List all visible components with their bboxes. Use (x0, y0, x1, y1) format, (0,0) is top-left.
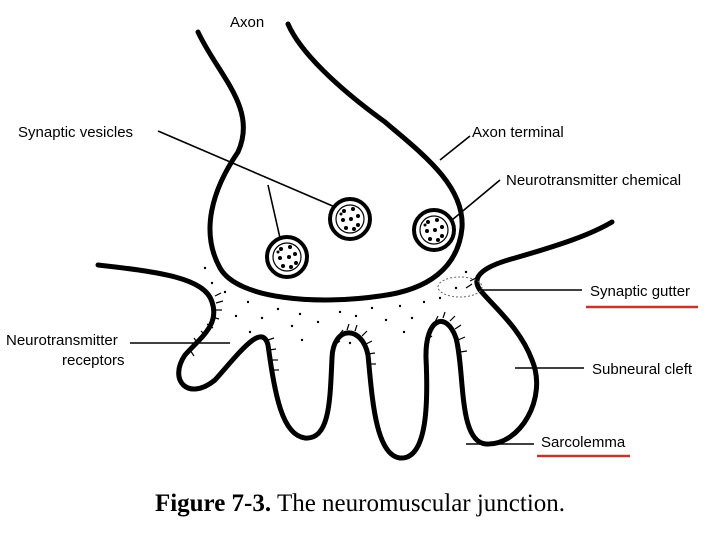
leader-lines (130, 130, 584, 445)
label-synaptic-vesicles: Synaptic vesicles (18, 124, 133, 141)
synaptic-vesicle-middle (328, 197, 372, 241)
label-neurotransmitter-receptors-line1: Neurotransmitter (6, 332, 118, 349)
label-axon: Axon (230, 14, 264, 31)
label-synaptic-gutter: Synaptic gutter (590, 283, 690, 300)
caption-text: The neuromuscular junction. (276, 490, 566, 517)
sarcolemma-membrane (95, 219, 615, 461)
label-neurotransmitter-chemical: Neurotransmitter chemical (506, 172, 681, 189)
axon-terminal-outline (195, 21, 465, 303)
receptor-hatching (189, 277, 477, 371)
label-axon-terminal: Axon terminal (472, 124, 564, 141)
label-subneural-cleft: Subneural cleft (592, 361, 693, 378)
synaptic-vesicle-left (265, 235, 309, 279)
label-neurotransmitter-receptors-line2: receptors (62, 352, 125, 369)
neurotransmitter-dots (203, 266, 468, 345)
caption-figure-number: Figure 7-3. (154, 490, 272, 517)
label-sarcolemma: Sarcolemma (541, 434, 626, 451)
figure-caption: Figure 7-3. The neuromuscular junction. (0, 490, 720, 518)
synaptic-gutter-marker (437, 276, 483, 298)
synaptic-vesicle-right (412, 208, 456, 252)
